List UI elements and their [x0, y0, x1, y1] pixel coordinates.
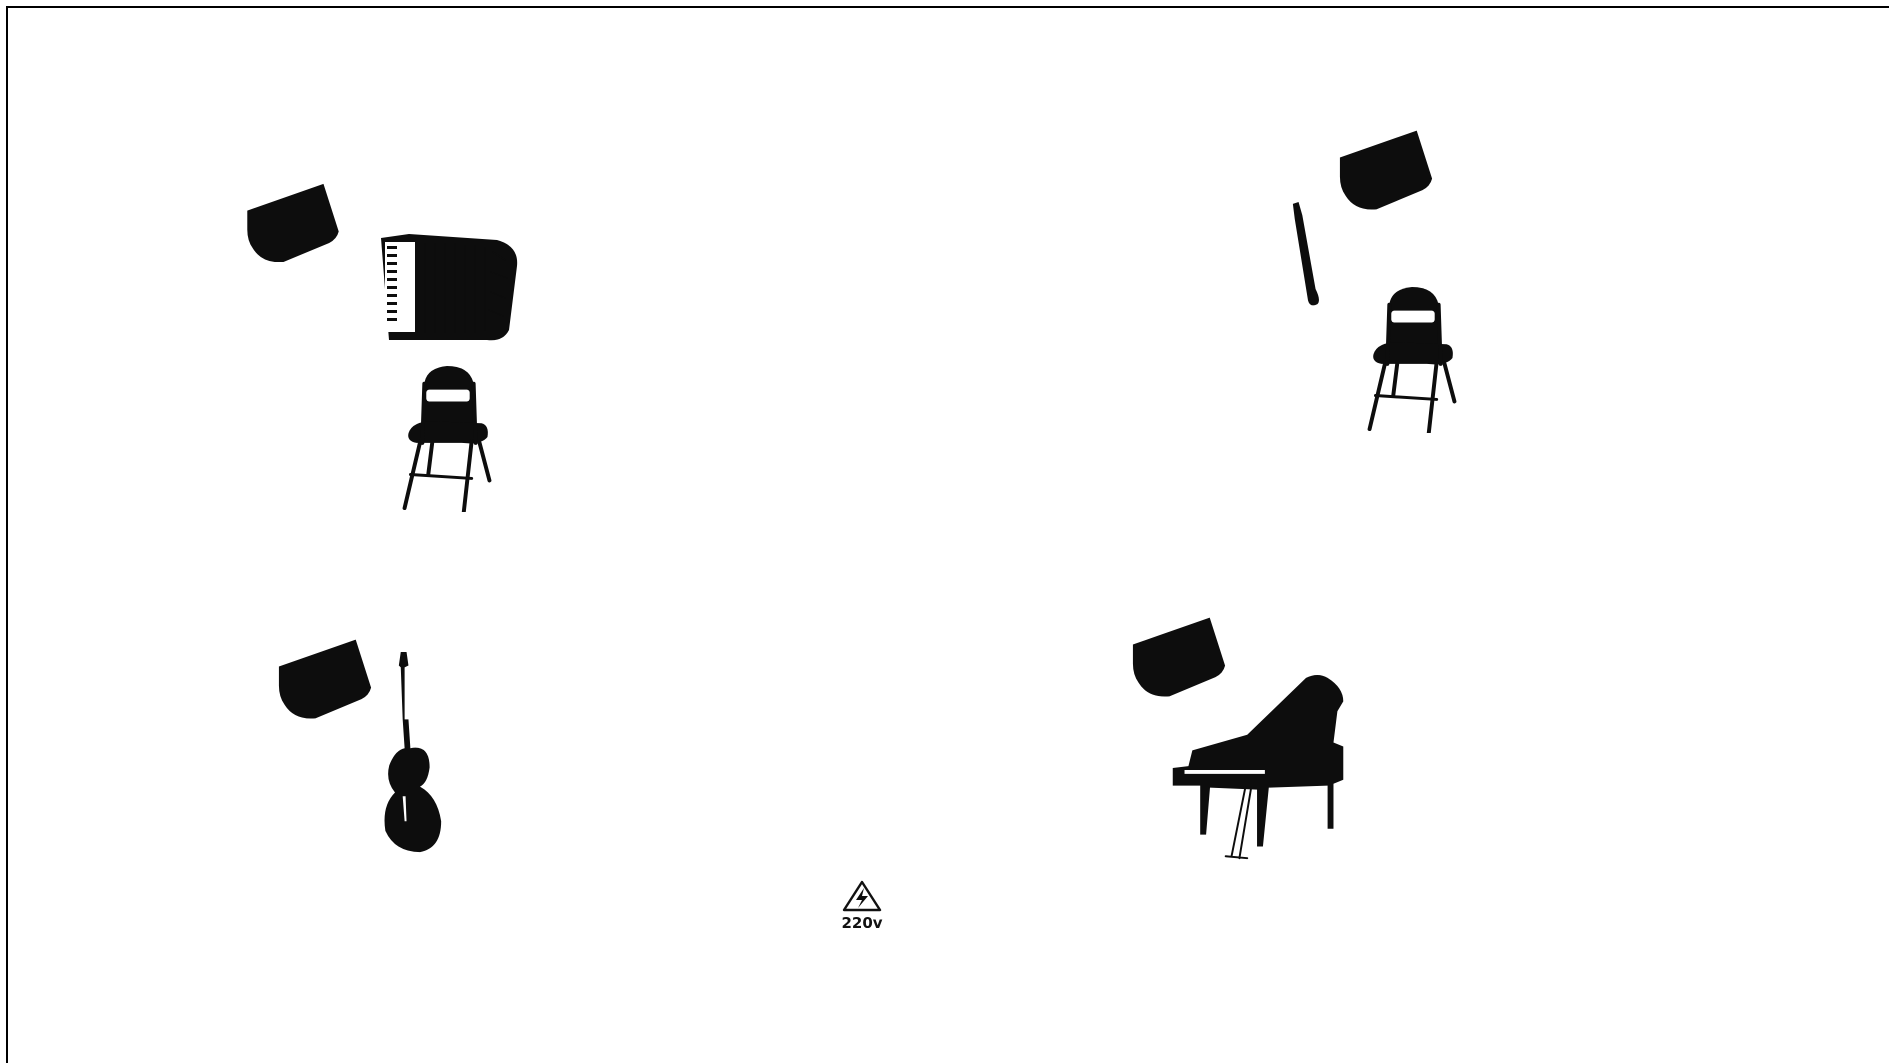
folding-chair-accordion: [405, 366, 490, 512]
accordion: [381, 234, 517, 340]
monitor-speaker-grand-piano: [1133, 618, 1225, 697]
power-label: 220v: [841, 914, 882, 932]
folding-chair-clarinet: [1370, 287, 1455, 433]
clarinet: [1293, 202, 1319, 305]
grand-piano: [1173, 675, 1344, 858]
double-bass: [385, 652, 442, 852]
stage-frame: [7, 7, 1889, 1063]
monitor-speaker-double-bass: [279, 640, 371, 719]
monitor-speaker-accordion: [247, 184, 338, 262]
monitor-speaker-clarinet: [1340, 131, 1432, 210]
power-outlet-icon: [844, 882, 880, 910]
